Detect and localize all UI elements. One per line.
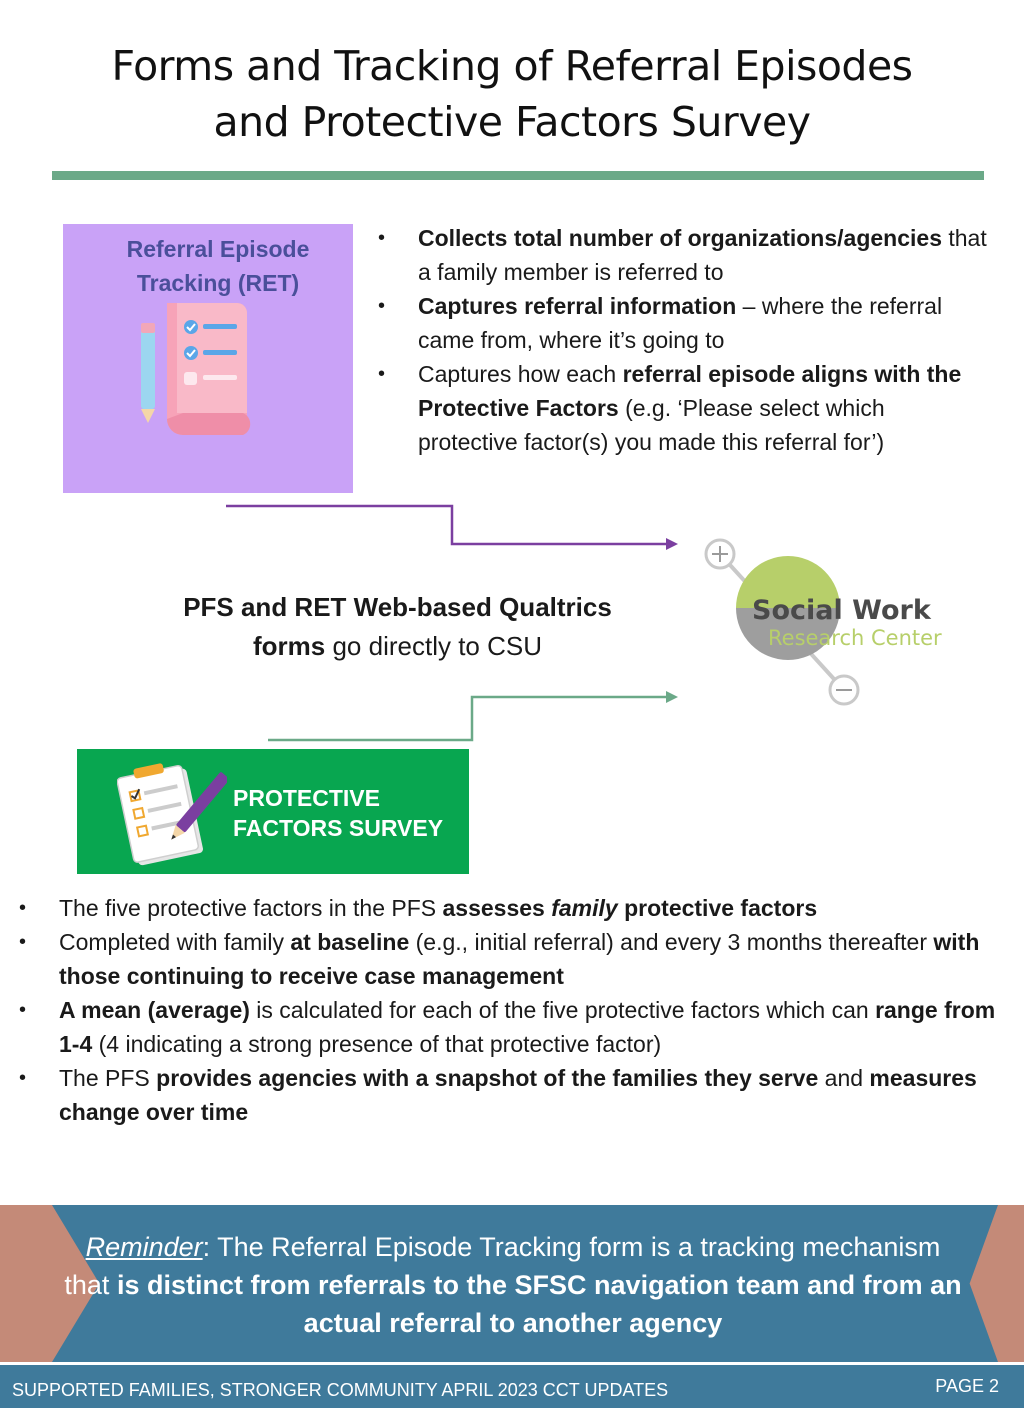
teal-arrow-line — [268, 695, 668, 742]
pfs-card-label-line1: PROTECTIVE — [233, 785, 380, 811]
page-title-line2: and Protective Factors Survey — [213, 98, 811, 146]
ret-card: Referral Episode Tracking (RET) — [63, 224, 353, 493]
logo-line1: Social Work — [752, 595, 932, 626]
list-item: Completed with family at baseline (e.g.,… — [19, 925, 999, 993]
reminder-banner: Reminder: The Referral Episode Tracking … — [0, 1205, 1024, 1362]
qualtrics-note: PFS and RET Web-based Qualtrics forms go… — [160, 588, 635, 666]
qualtrics-note-bold: PFS and RET Web-based Qualtrics forms — [183, 592, 612, 661]
logo-line2: Research Center — [768, 626, 942, 650]
pfs-card-label-line2: FACTORS SURVEY — [233, 815, 444, 841]
social-work-research-center-logo: Social Work Research Center — [704, 538, 942, 706]
footer-title: SUPPORTED FAMILIES, STRONGER COMMUNITY A… — [12, 1380, 669, 1400]
survey-clipboard-icon — [117, 763, 227, 866]
page-footer: SUPPORTED FAMILIES, STRONGER COMMUNITY A… — [0, 1362, 1024, 1408]
list-item: The PFS provides agencies with a snapsho… — [19, 1061, 999, 1129]
checklist-scroll-icon — [141, 303, 251, 435]
title-divider — [52, 171, 984, 180]
page-title-line1: Forms and Tracking of Referral Episodes — [111, 42, 913, 90]
reminder-label: Reminder — [85, 1232, 203, 1262]
page-number: PAGE 2 — [935, 1376, 999, 1396]
ret-card-label-line2: Tracking (RET) — [136, 270, 300, 296]
list-item: A mean (average) is calculated for each … — [19, 993, 999, 1061]
teal-arrow-head — [666, 691, 678, 703]
ret-card-label-line1: Referral Episode — [126, 236, 310, 262]
reminder-banner-body — [52, 1205, 998, 1362]
list-item: The five protective factors in the PFS a… — [19, 891, 999, 925]
list-item: Captures referral information – where th… — [378, 289, 988, 357]
reminder-text: Reminder: The Referral Episode Tracking … — [64, 1232, 962, 1338]
list-item: Collects total number of organizations/a… — [378, 221, 988, 289]
list-item: Captures how each referral episode align… — [378, 357, 988, 459]
qualtrics-note-text: go directly to CSU — [325, 631, 542, 661]
ret-card-label: Referral Episode Tracking (RET) — [63, 232, 373, 300]
flow-connectors — [226, 504, 678, 742]
pfs-bullet-list: The five protective factors in the PFS a… — [19, 891, 999, 1129]
pfs-card: PROTECTIVE FACTORS SURVEY — [77, 749, 469, 874]
ret-bullet-list: Collects total number of organizations/a… — [378, 221, 988, 459]
purple-arrow-head — [666, 538, 678, 550]
pfs-card-label: PROTECTIVE FACTORS SURVEY — [233, 783, 443, 843]
page-title: Forms and Tracking of Referral Episodes … — [0, 38, 1024, 150]
purple-arrow-line — [226, 504, 668, 546]
